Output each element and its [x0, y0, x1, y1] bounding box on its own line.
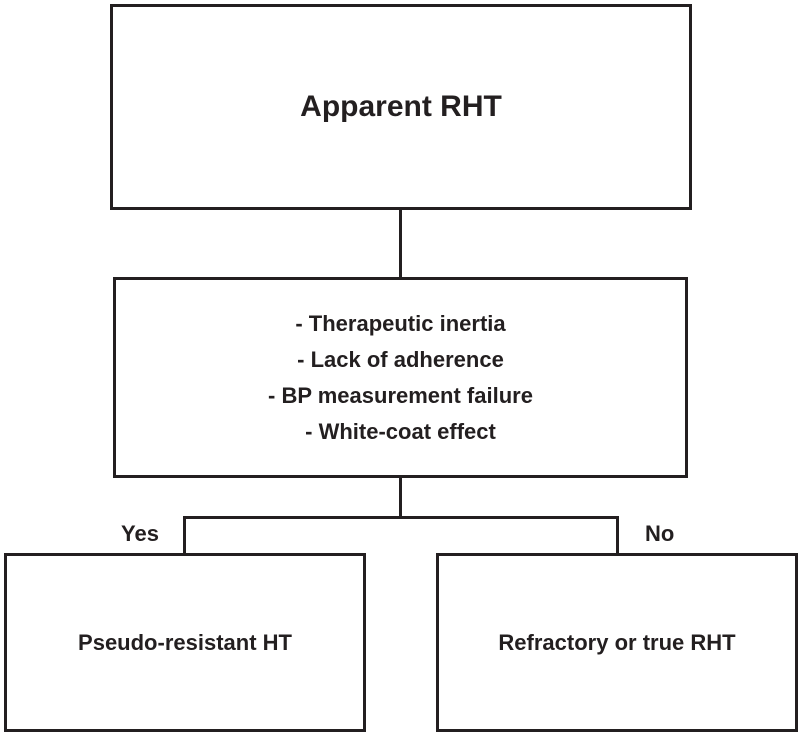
connector-top-to-middle [399, 210, 402, 277]
pseudo-resistant-label: Pseudo-resistant HT [78, 629, 292, 655]
criteria-item: - Lack of adherence [297, 346, 504, 372]
connector-middle-to-branch [399, 478, 402, 518]
criteria-list: - Therapeutic inertia - Lack of adherenc… [268, 306, 533, 450]
connector-branch-yes [183, 516, 186, 553]
criteria-item: - BP measurement failure [268, 382, 533, 408]
no-label: No [645, 521, 675, 546]
criteria-item: - White-coat effect [305, 418, 496, 444]
yes-label: Yes [121, 521, 159, 546]
apparent-rht-box: Apparent RHT [110, 4, 692, 210]
pseudo-resistant-box: Pseudo-resistant HT [4, 553, 366, 732]
criteria-item: - Therapeutic inertia [295, 310, 506, 336]
criteria-box: - Therapeutic inertia - Lack of adherenc… [113, 277, 688, 478]
connector-branch-horizontal [183, 516, 619, 519]
connector-branch-no [616, 516, 619, 553]
refractory-box: Refractory or true RHT [436, 553, 798, 732]
refractory-label: Refractory or true RHT [498, 629, 736, 655]
apparent-rht-label: Apparent RHT [300, 90, 502, 123]
